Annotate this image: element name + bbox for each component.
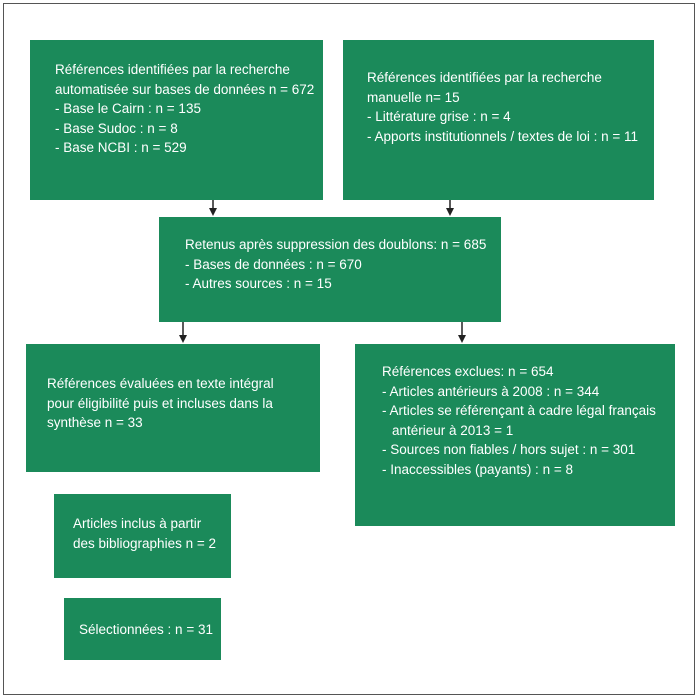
box-title: automatisée sur bases de données n = 672	[55, 81, 315, 97]
box-title: manuelle n= 15	[367, 89, 460, 105]
box-title: Références identifiées par la recherche	[55, 62, 290, 77]
box-text: Références évaluées en texte intégral	[47, 376, 274, 391]
box-automated-search: Références identifiées par la recherche …	[30, 40, 323, 200]
list-item: - Articles antérieurs à 2008 : n = 344	[382, 383, 600, 399]
box-text: Sélectionnées : n = 31	[79, 622, 213, 637]
list-item: - Sources non fiables / hors sujet : n =…	[382, 442, 636, 457]
box-bibliographies: Articles inclus à partir des bibliograph…	[54, 494, 231, 578]
box-title: Références exclues: n = 654	[382, 364, 554, 379]
box-title: Retenus après suppression des doublons: …	[185, 237, 487, 252]
list-item: - Base NCBI : n = 529	[55, 140, 187, 155]
box-excluded: Références exclues: n = 654 - Articles a…	[355, 344, 675, 526]
list-item: - Bases de données : n = 670	[185, 256, 362, 272]
box-text: des bibliographies n = 2	[73, 535, 216, 551]
list-item: - Autres sources : n = 15	[185, 276, 332, 291]
list-item: - Apports institutionnels / textes de lo…	[367, 128, 639, 144]
list-item: - Inaccessibles (payants) : n = 8	[382, 461, 573, 477]
box-text: synthèse n = 33	[47, 415, 143, 430]
list-item: antérieur à 2013 = 1	[392, 422, 514, 438]
box-deduplicated: Retenus après suppression des doublons: …	[159, 217, 501, 322]
list-item: - Base Sudoc : n = 8	[55, 120, 178, 136]
box-selected: Sélectionnées : n = 31	[64, 598, 221, 660]
box-full-text-evaluated: Références évaluées en texte intégral po…	[26, 344, 320, 472]
box-title: Références identifiées par la recherche	[367, 70, 602, 85]
box-text: Articles inclus à partir	[73, 516, 202, 531]
list-item: - Base le Cairn : n = 135	[55, 101, 201, 116]
list-item: - Littérature grise : n = 4	[367, 109, 511, 124]
diagram-frame	[3, 3, 695, 695]
box-text: pour éligibilité puis et incluses dans l…	[47, 395, 273, 411]
list-item: - Articles se référençant à cadre légal …	[382, 403, 656, 418]
box-manual-search: Références identifiées par la recherche …	[343, 40, 654, 200]
